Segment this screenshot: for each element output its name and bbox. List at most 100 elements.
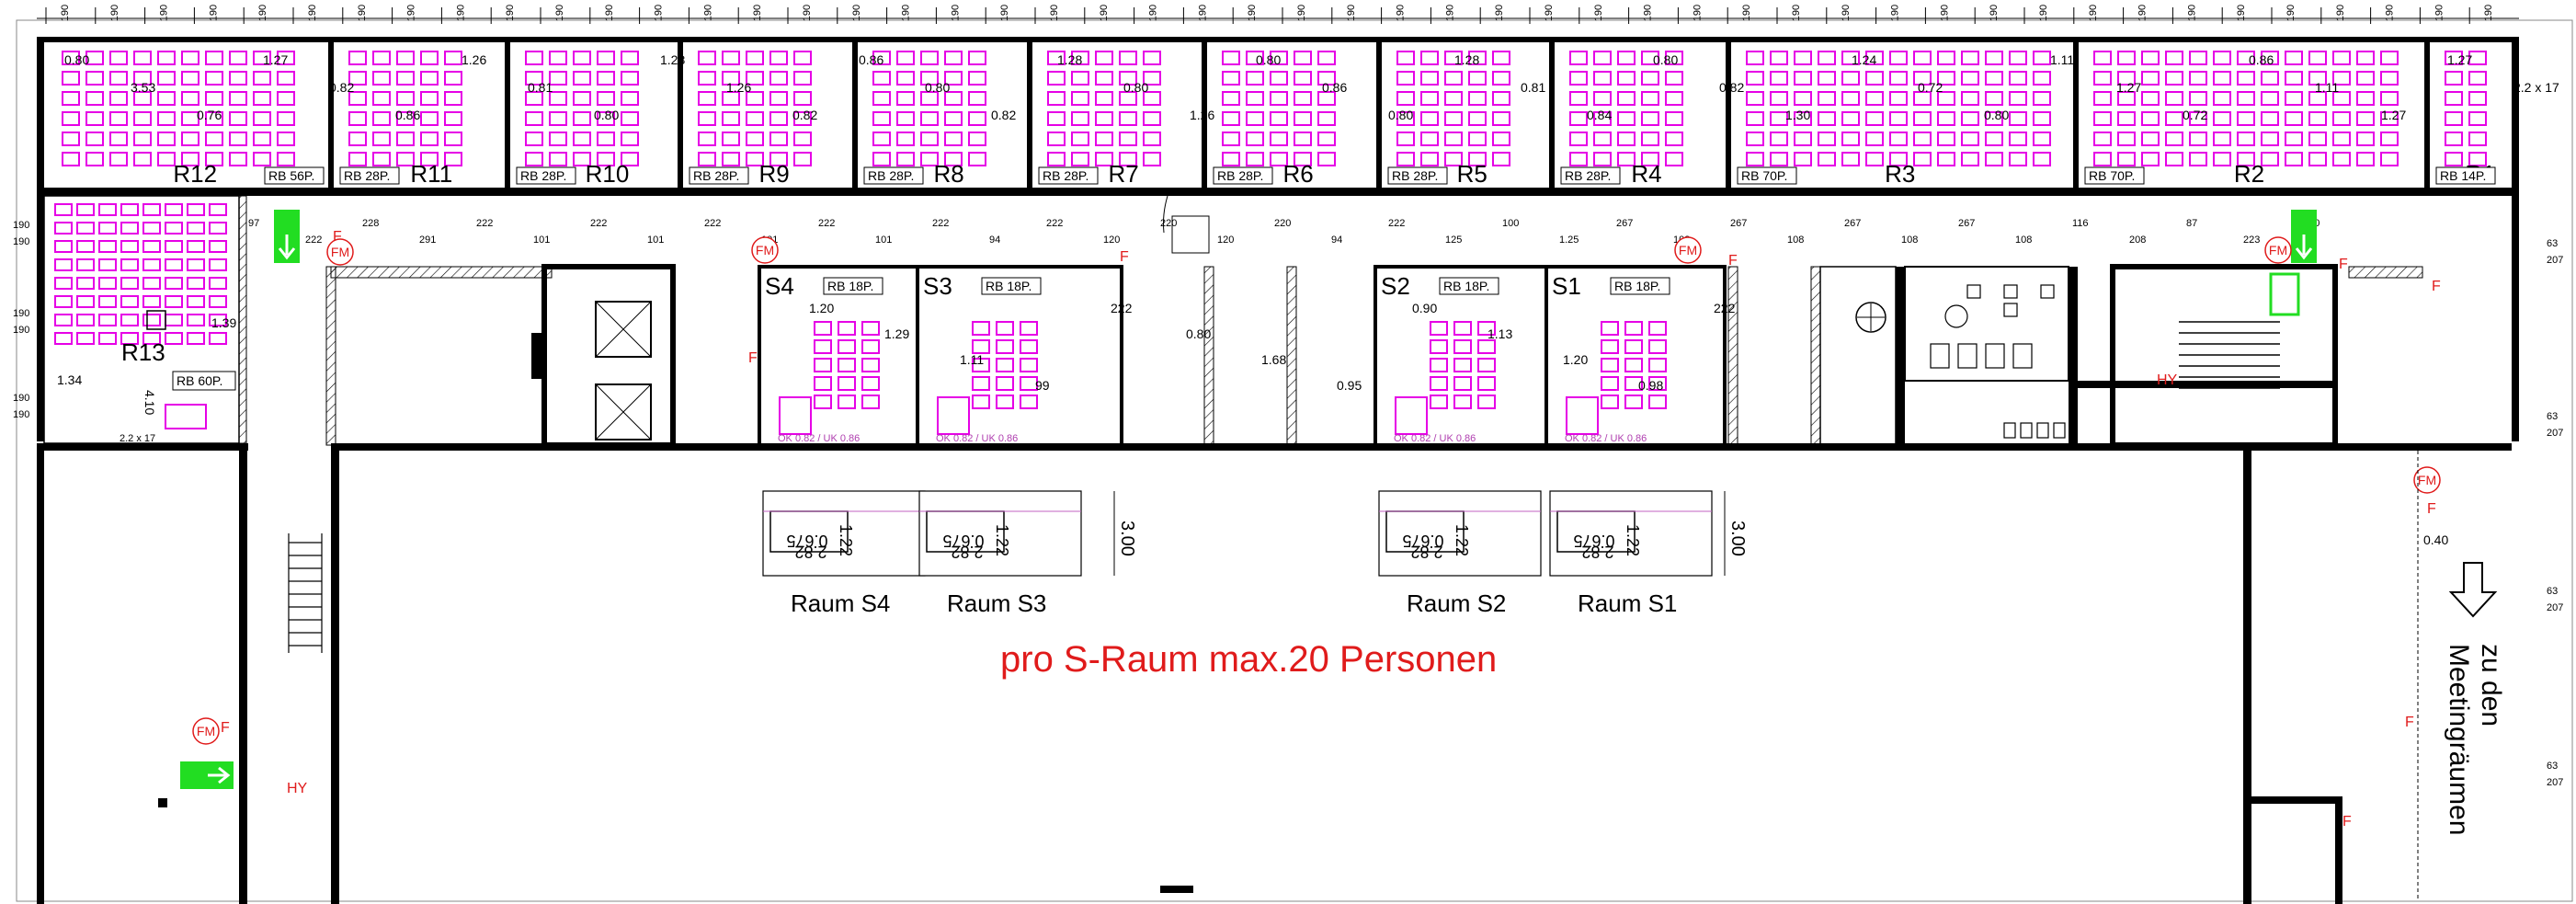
- desk: [1270, 152, 1288, 166]
- north-dim-label: 1.26: [1190, 108, 1214, 122]
- desk: [896, 111, 915, 126]
- detail-dim-1: 0.675: [942, 532, 984, 550]
- desk: [1961, 152, 1979, 166]
- desk: [872, 51, 891, 65]
- door-dim-label: 220: [1160, 218, 1177, 229]
- desk: [2308, 152, 2327, 166]
- north-dim-label: 0.82: [329, 80, 354, 95]
- room-label-r13: R13: [121, 338, 165, 366]
- desk: [698, 71, 716, 86]
- desk: [1420, 111, 1439, 126]
- desk: [1865, 51, 1884, 65]
- desk: [2308, 91, 2327, 106]
- north-dim-label: 0.82: [991, 108, 1016, 122]
- desk: [769, 91, 788, 106]
- detail-dim-3: 2.82: [951, 543, 983, 561]
- desk: [1468, 91, 1487, 106]
- desk: [2117, 111, 2136, 126]
- desk: [722, 91, 740, 106]
- desk: [2009, 111, 2027, 126]
- desk: [1270, 132, 1288, 146]
- desk: [120, 332, 139, 345]
- desk: [1444, 71, 1463, 86]
- detail-room-name: Raum S2: [1407, 589, 1506, 617]
- desk: [98, 258, 117, 271]
- desk: [2141, 71, 2160, 86]
- door-dim-label: 125: [1445, 235, 1462, 246]
- top-dim-label: 190: [752, 5, 763, 21]
- desk: [920, 132, 939, 146]
- desk: [1889, 152, 1908, 166]
- desk: [1648, 376, 1667, 391]
- desk: [85, 111, 104, 126]
- desk: [2308, 51, 2327, 65]
- desk: [1617, 91, 1636, 106]
- desk: [1119, 71, 1137, 86]
- desk: [573, 71, 591, 86]
- desk: [525, 51, 543, 65]
- desk: [277, 111, 295, 126]
- desk: [1937, 132, 1955, 146]
- desk: [181, 91, 199, 106]
- ok-label: OK 0.82 / UK 0.86: [1394, 433, 1476, 444]
- desk: [165, 240, 183, 253]
- desk: [62, 152, 80, 166]
- top-dim-label: 190: [2434, 5, 2445, 21]
- desk: [1841, 91, 1860, 106]
- desk: [968, 71, 986, 86]
- desk: [896, 132, 915, 146]
- top-dim-label: 190: [2038, 5, 2049, 21]
- desk: [2165, 111, 2183, 126]
- desk: [1477, 395, 1496, 409]
- desk: [1961, 111, 1979, 126]
- fire-marker: [326, 238, 354, 266]
- desk: [746, 132, 764, 146]
- desk: [348, 91, 367, 106]
- desk: [1317, 152, 1336, 166]
- desk: [769, 51, 788, 65]
- desk: [1624, 321, 1643, 336]
- desk: [1841, 111, 1860, 126]
- desk: [2445, 51, 2463, 65]
- desk: [277, 51, 295, 65]
- top-dim-label: 190: [2285, 5, 2297, 21]
- desk: [209, 240, 227, 253]
- desk: [1937, 71, 1955, 86]
- f-label: F: [1120, 249, 1129, 265]
- north-dim-label: 0.72: [1918, 80, 1943, 95]
- desk: [1095, 132, 1113, 146]
- north-dim-label: 0.80: [594, 108, 619, 122]
- desk: [1865, 91, 1884, 106]
- desk: [109, 51, 128, 65]
- drawing-border: [16, 19, 2573, 902]
- desk: [2117, 91, 2136, 106]
- desk: [2285, 132, 2303, 146]
- desk: [2033, 51, 2051, 65]
- north-dim-label: 1.30: [1785, 108, 1810, 122]
- capacity-r4: RB 28P.: [1565, 168, 1611, 183]
- desk: [2237, 71, 2255, 86]
- desk: [2213, 111, 2231, 126]
- desk: [896, 71, 915, 86]
- desk: [1396, 152, 1415, 166]
- desk: [1071, 91, 1089, 106]
- top-dim-label: 190: [307, 5, 318, 21]
- desk: [2237, 91, 2255, 106]
- desk: [698, 91, 716, 106]
- desk: [968, 152, 986, 166]
- desk: [1641, 91, 1659, 106]
- desk: [1569, 51, 1588, 65]
- desk: [872, 71, 891, 86]
- desk: [1020, 376, 1038, 391]
- desk: [2261, 111, 2279, 126]
- right-dim-label: 63: [2547, 586, 2558, 597]
- desk: [549, 152, 567, 166]
- desk: [621, 132, 639, 146]
- desk: [1818, 71, 1836, 86]
- desk: [1468, 51, 1487, 65]
- fire-marker: [1674, 236, 1702, 264]
- s-room-dim-label: 1.11: [960, 352, 984, 367]
- desk: [793, 51, 812, 65]
